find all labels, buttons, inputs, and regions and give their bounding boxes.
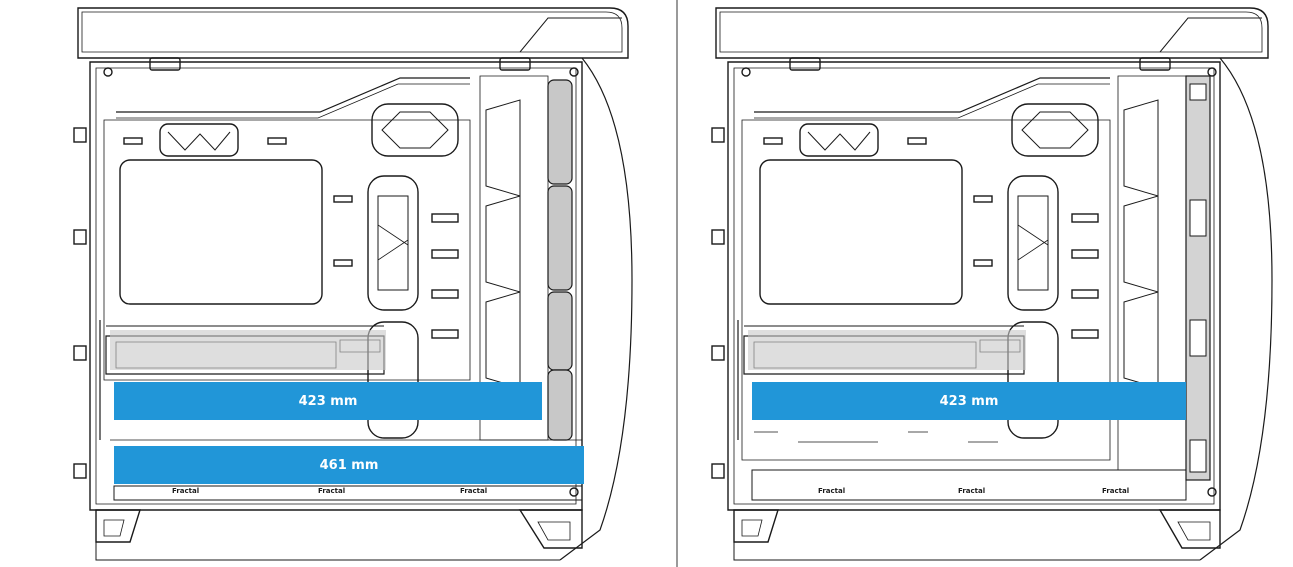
measurement-label: 423 mm	[298, 393, 358, 409]
panel-divider	[676, 0, 678, 567]
brand-label: Fractal	[958, 487, 986, 495]
brand-label: Fractal	[1102, 487, 1130, 495]
brand-label: Fractal	[460, 487, 488, 495]
left-case-diagram: 423 mm 461 mm Fractal Fractal Fractal	[73, 7, 633, 561]
measurement-label: 461 mm	[319, 457, 379, 473]
right-case-diagram: 423 mm Fractal Fractal Fractal	[678, 0, 1293, 567]
measurement-bar-423mm: 423 mm	[114, 382, 542, 420]
brand-label: Fractal	[818, 487, 846, 495]
measurement-bar-423mm: 423 mm	[752, 382, 1186, 420]
brand-label: Fractal	[172, 487, 200, 495]
brand-label: Fractal	[318, 487, 346, 495]
right-case-line-art	[711, 7, 1273, 561]
measurement-bar-461mm: 461 mm	[114, 446, 584, 484]
measurement-label: 423 mm	[939, 393, 999, 409]
